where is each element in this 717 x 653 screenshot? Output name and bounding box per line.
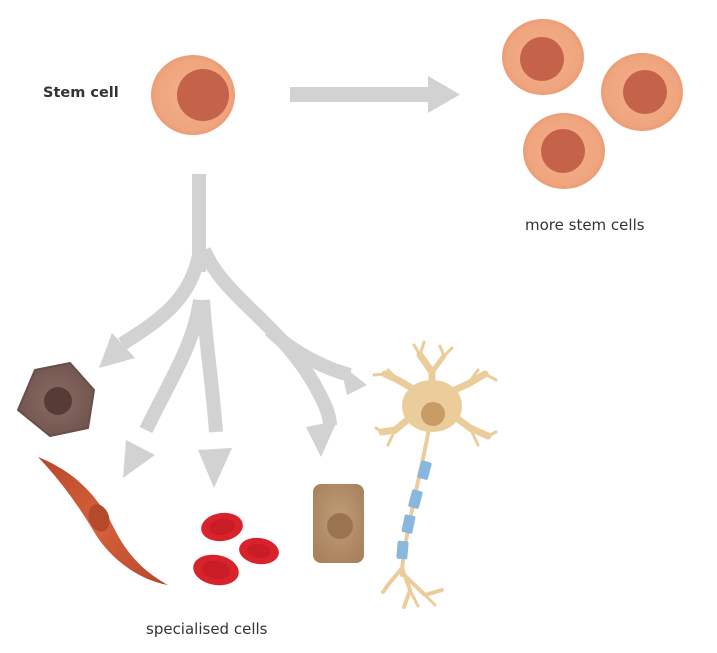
- nerve-cell: [372, 340, 498, 609]
- red-blood-cell-2: [239, 537, 279, 565]
- stem-cell-copy-3: [523, 113, 605, 189]
- more-stem-cells-label: more stem cells: [525, 216, 645, 234]
- self-renewal-arrow: [290, 76, 460, 113]
- stem-cell-copy-1: [502, 19, 584, 95]
- red-blood-cells: [193, 512, 279, 586]
- muscle-cell: [38, 457, 168, 585]
- red-blood-cell-3: [193, 554, 239, 586]
- stem-cell-copy-2: [601, 53, 683, 131]
- stem-cell-nucleus: [177, 69, 229, 121]
- arrow-to-epithelial-cell: [197, 247, 337, 426]
- red-blood-cell-1: [201, 512, 243, 542]
- myelin-sheath: [396, 460, 432, 560]
- specialised-cells-label: specialised cells: [146, 620, 268, 638]
- arrow-to-hexagon-cell: [118, 253, 206, 350]
- nerve-cell-nucleus: [421, 402, 445, 426]
- arrow-to-red-blood-cells: [196, 299, 223, 433]
- epithelial-cell: [313, 484, 364, 563]
- differentiation-arrowheads: [99, 333, 367, 488]
- more-stem-cells: [502, 19, 683, 189]
- stem-cell: [151, 55, 235, 135]
- stem-cell-label: Stem cell: [43, 85, 119, 101]
- hexagonal-cell: [17, 362, 95, 437]
- differentiation-arrows: [118, 174, 352, 434]
